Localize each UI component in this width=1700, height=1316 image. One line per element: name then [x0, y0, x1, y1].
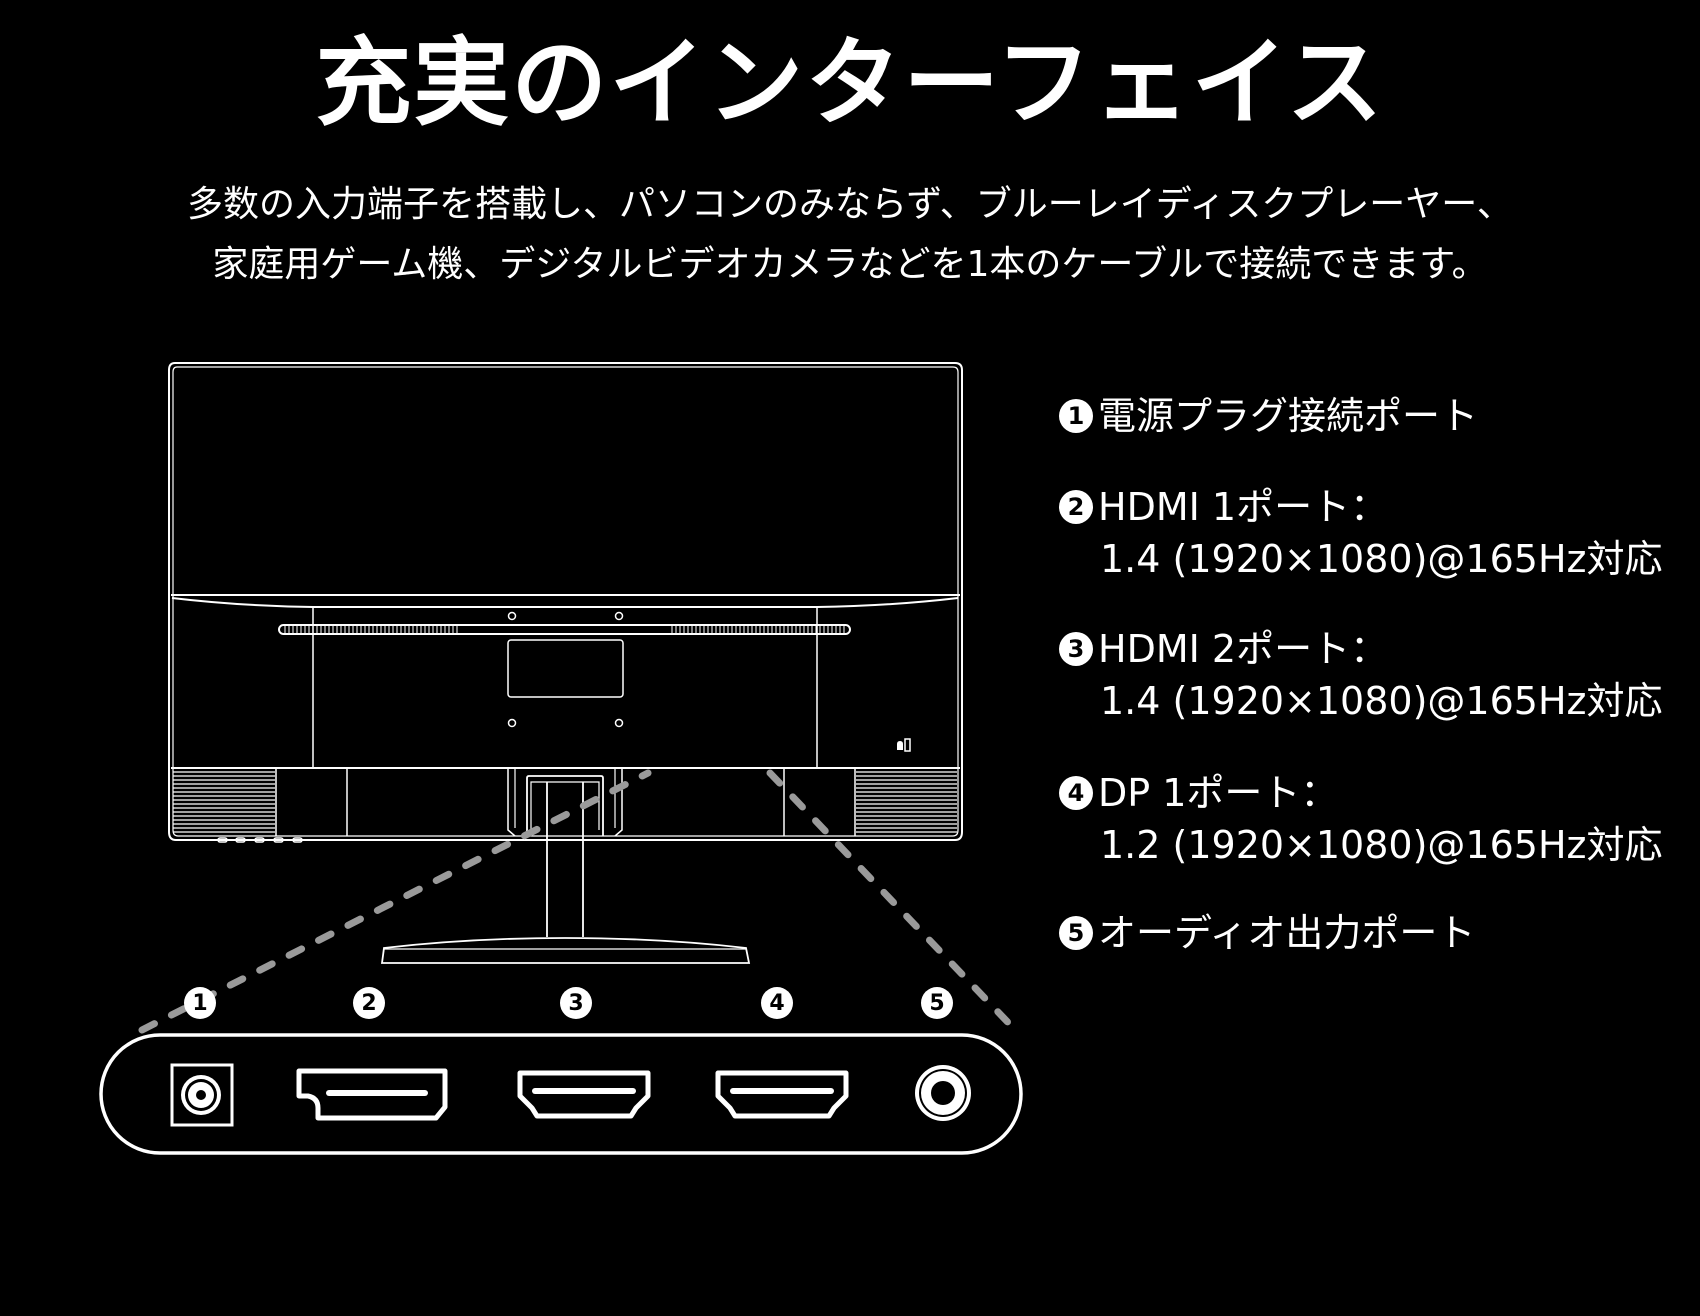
- spec-item-1: 1 電源プラグ接続ポート: [1059, 393, 1478, 439]
- port-badge-5: 5: [921, 987, 953, 1019]
- number-badge: 1: [1059, 399, 1093, 433]
- vent-teeth: [284, 626, 845, 633]
- spec-name: オーディオ出力ポート: [1098, 911, 1476, 955]
- spec-item-5: 5 オーディオ出力ポート: [1059, 910, 1475, 956]
- mount-hole: [507, 718, 517, 728]
- speaker-grille-left: [173, 771, 275, 833]
- port-badge-2: 2: [353, 987, 385, 1019]
- spec-name: 電源プラグ接続ポート: [1098, 394, 1479, 438]
- spec-item-3: 3 HDMI 2ポート： 1.4 (1920×1080)@165Hz対応: [1059, 626, 1662, 724]
- spec-item-2: 2 HDMI 1ポート： 1.4 (1920×1080)@165Hz対応: [1059, 484, 1662, 582]
- port-badge-3: 3: [560, 987, 592, 1019]
- mount-hole: [507, 611, 517, 621]
- dc-power-jack-icon: [170, 1063, 234, 1127]
- audio-jack-icon: [915, 1065, 971, 1121]
- hdmi-connector-icon: [517, 1070, 651, 1119]
- speaker-grille-right: [856, 771, 957, 833]
- spec-detail: 1.2 (1920×1080)@165Hz対応: [1100, 823, 1663, 867]
- port-badge-4: 4: [761, 987, 793, 1019]
- port-badge-1: 1: [184, 987, 216, 1019]
- subtitle-line-2: 家庭用ゲーム機、デジタルビデオカメラなどを1本のケーブルで接続できます。: [212, 244, 1488, 285]
- kensington-lock-icon: [897, 738, 911, 752]
- monitor-back-outline: [168, 362, 963, 964]
- port-panel: [99, 1033, 1023, 1155]
- displayport-connector-icon: [296, 1068, 448, 1121]
- spec-name: DP 1ポート：: [1098, 771, 1339, 815]
- number-badge: 5: [1059, 916, 1093, 950]
- number-badge: 3: [1059, 632, 1093, 666]
- spec-item-4: 4 DP 1ポート： 1.2 (1920×1080)@165Hz対応: [1059, 770, 1662, 868]
- spec-detail: 1.4 (1920×1080)@165Hz対応: [1100, 679, 1663, 723]
- spec-name: HDMI 1ポート：: [1098, 485, 1389, 529]
- number-badge: 4: [1059, 776, 1093, 810]
- spec-name: HDMI 2ポート：: [1098, 627, 1389, 671]
- hdmi-connector-icon: [715, 1070, 849, 1119]
- spec-detail: 1.4 (1920×1080)@165Hz対応: [1100, 537, 1663, 581]
- subtitle-line-1: 多数の入力端子を搭載し、パソコンのみならず、ブルーレイディスクプレーヤー、: [187, 184, 1513, 225]
- callout-dashed-lines: [138, 769, 1024, 1039]
- page-title: 充実のインターフェイス: [315, 27, 1385, 139]
- mount-hole: [614, 718, 624, 728]
- mount-hole: [614, 611, 624, 621]
- number-badge: 2: [1059, 490, 1093, 524]
